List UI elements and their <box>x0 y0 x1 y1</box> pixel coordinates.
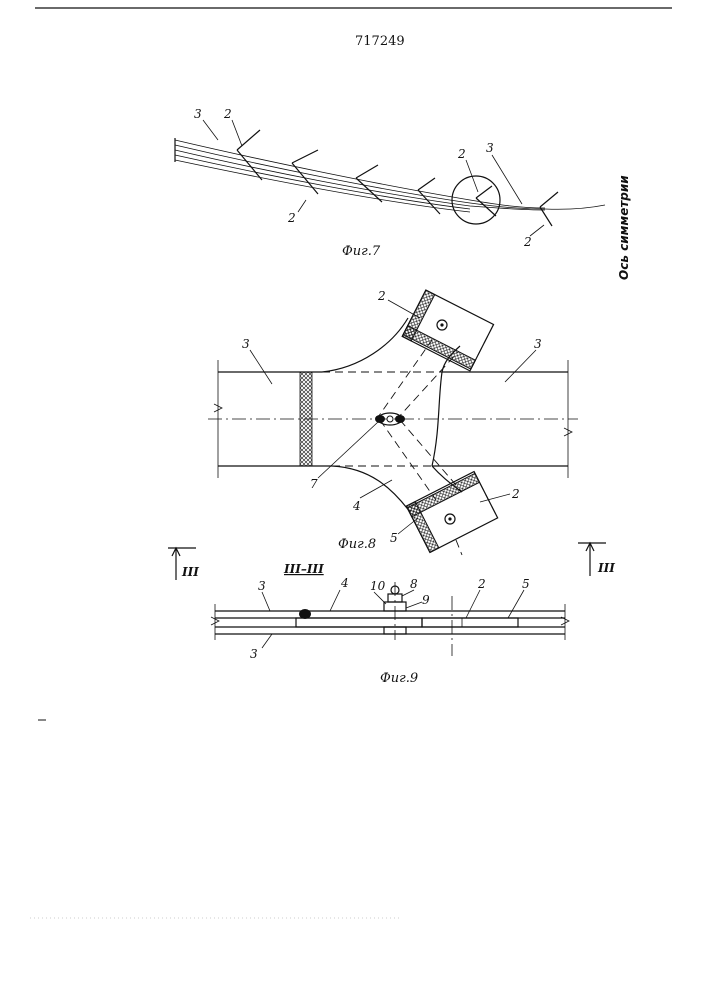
leader-2b <box>298 200 306 212</box>
wing-nut-right-wing <box>395 415 405 423</box>
leader-9-3b <box>262 634 272 648</box>
lower-break-tail <box>456 540 462 555</box>
figure-7: 3 2 2 2 3 2 Фиг.7 Ось симметрии <box>175 107 631 280</box>
plate-edge-upper-left <box>322 318 408 372</box>
section-mark-left: III <box>181 565 199 579</box>
fig7-label-3b: 3 <box>486 141 494 155</box>
leader-2d <box>530 225 544 236</box>
section-mark-right: III <box>597 561 615 575</box>
leader-3a <box>203 120 218 140</box>
fig7-label-2d: 2 <box>523 235 532 249</box>
upper-clamp-pad-bottom <box>403 326 475 369</box>
clip-mark-4 <box>418 178 440 214</box>
plate-edge-lower-left <box>332 466 410 512</box>
leader-3b <box>492 155 522 204</box>
fig9-label-9: 9 <box>422 593 430 607</box>
fig9-label-4: 4 <box>340 576 349 590</box>
leader-8-5 <box>398 518 418 534</box>
wing-nut-center <box>387 416 393 422</box>
leader-8-7 <box>318 422 378 478</box>
leader-8-2a <box>388 300 420 318</box>
leader-9-5 <box>508 590 524 618</box>
hidden-diagonal-upper <box>376 340 432 420</box>
weld-dot <box>299 609 311 619</box>
leader-9-2 <box>466 590 480 618</box>
fig8-label-3a: 3 <box>242 337 250 351</box>
fig7-label-2b: 2 <box>287 211 296 225</box>
clip-mark-5 <box>476 186 496 216</box>
wing-nut-left-wing <box>375 415 385 423</box>
weld-seam <box>300 372 312 466</box>
detail-circle <box>452 176 500 224</box>
fig9-label-3a: 3 <box>258 579 266 593</box>
fig9-label-3b: 3 <box>250 647 258 661</box>
strand-tail <box>545 205 605 209</box>
symmetry-axis-label: Ось симметрии <box>617 175 631 280</box>
fig7-label-3a: 3 <box>194 107 202 121</box>
leader-9-9 <box>406 602 422 608</box>
figure-8: 2 3 3 2 7 4 5 Фиг.8 <box>208 289 578 555</box>
lower-bolt-center <box>448 517 451 520</box>
fig8-label-3b: 3 <box>534 337 542 351</box>
figure-9: III–III 3 4 10 8 9 <box>211 562 569 686</box>
fig9-label-10: 10 <box>370 579 386 593</box>
plate-4 <box>296 618 422 627</box>
fig7-caption: Фиг.7 <box>342 244 381 259</box>
section-arrow-right: III <box>578 543 615 576</box>
leader-8-2b <box>480 494 510 502</box>
lower-clamp-hidden-edge <box>474 472 498 518</box>
leader-8-4 <box>360 480 392 498</box>
fig7-label-2c: 2 <box>457 147 466 161</box>
fig8-label-5: 5 <box>390 531 398 545</box>
leader-9-10 <box>374 592 386 604</box>
hidden-diagonal-upper-2 <box>396 352 458 420</box>
fig8-label-7: 7 <box>310 477 318 491</box>
hidden-diagonal-lower-2 <box>400 420 462 492</box>
leader-2a <box>232 120 242 146</box>
section-title: III–III <box>283 562 324 576</box>
fig9-caption: Фиг.9 <box>380 671 418 686</box>
strand-5 <box>175 160 470 212</box>
fig8-label-4: 4 <box>352 499 361 513</box>
fig8-caption: Фиг.8 <box>338 537 376 552</box>
fig8-label-2a: 2 <box>377 289 386 303</box>
leader-9-4 <box>330 590 340 611</box>
leader-8-3b <box>505 350 536 382</box>
pad-5 <box>422 618 518 627</box>
fig9-label-2: 2 <box>477 577 486 591</box>
leader-8-3a <box>250 350 272 384</box>
fig8-label-2b: 2 <box>511 487 520 501</box>
page-number: 717249 <box>355 34 405 49</box>
strand-4 <box>175 155 470 209</box>
fig9-label-5: 5 <box>522 577 530 591</box>
fig9-label-8: 8 <box>410 577 418 591</box>
section-arrow-left: III <box>168 548 199 580</box>
leader-9-3a <box>262 592 270 611</box>
lower-clamp <box>406 472 497 553</box>
fig7-label-2a: 2 <box>223 107 232 121</box>
upper-bolt-center <box>440 323 443 326</box>
upper-clamp-hidden-edge <box>470 325 494 371</box>
